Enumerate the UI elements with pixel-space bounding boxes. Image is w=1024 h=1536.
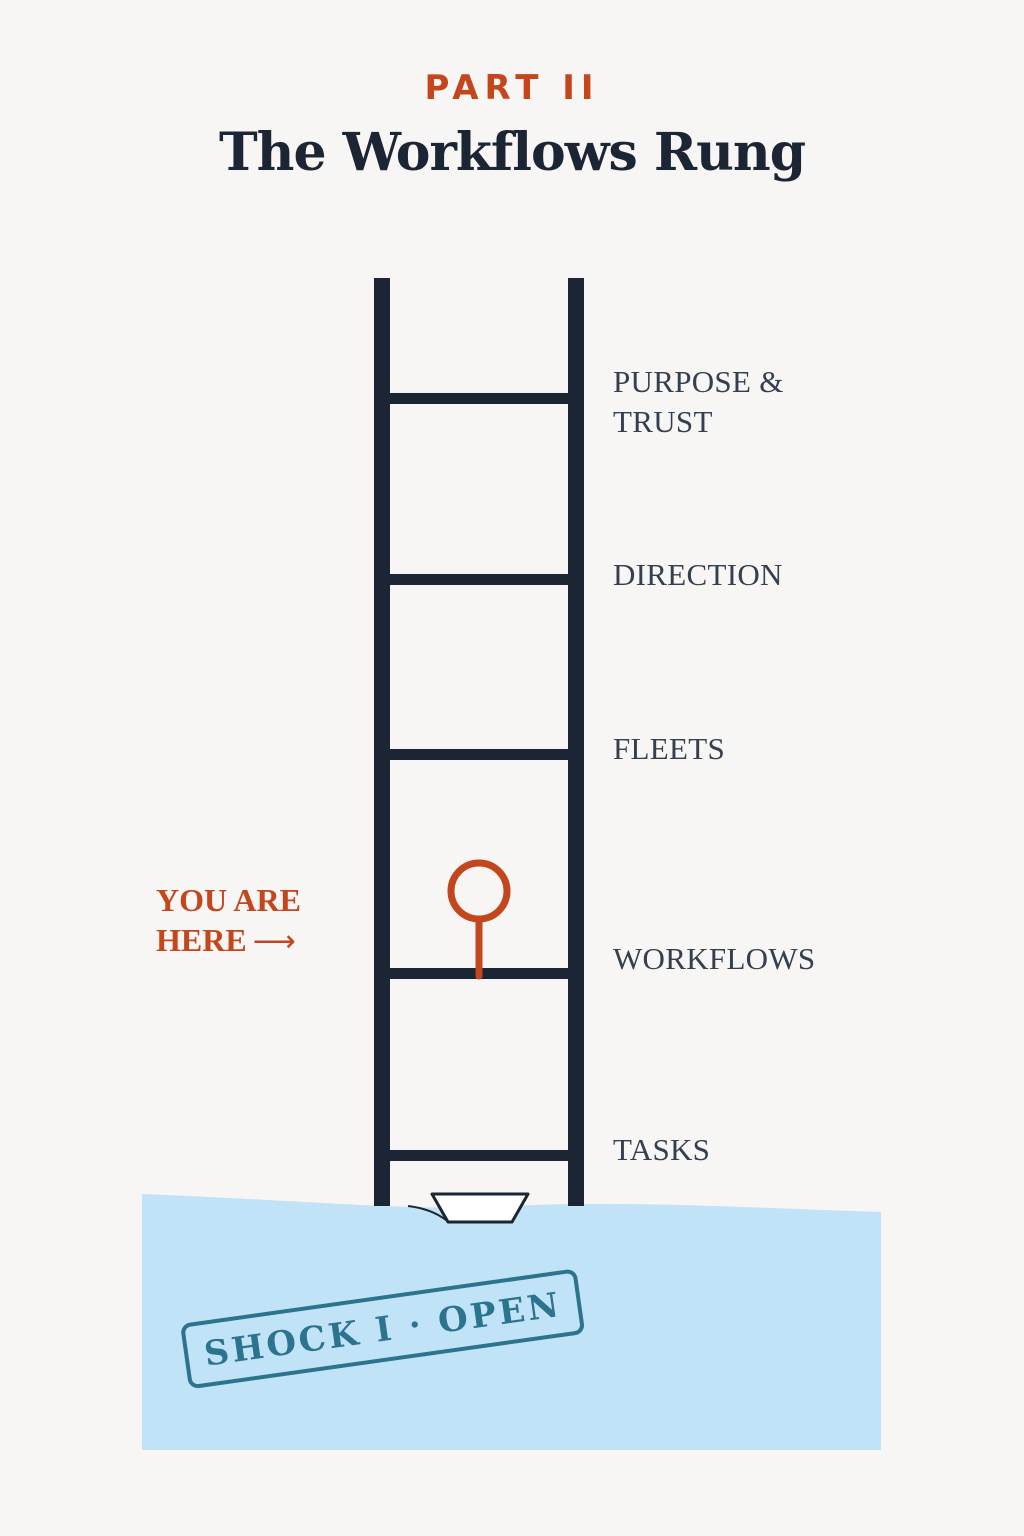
rung-label-fleets: FLEETS bbox=[613, 731, 726, 766]
rung-direction bbox=[390, 574, 568, 585]
rung-label-tasks: TASKS bbox=[613, 1132, 711, 1167]
rung-label-direction: DIRECTION bbox=[613, 557, 783, 592]
rung-label-workflows: WORKFLOWS bbox=[613, 941, 816, 976]
rung-label-line: TRUST bbox=[613, 404, 713, 439]
rung-tasks bbox=[390, 1150, 568, 1161]
you-are-here-label: YOU ARE HERE⟶ bbox=[156, 880, 356, 962]
page-title: The Workflows Rung bbox=[218, 122, 806, 183]
location-pin-icon bbox=[447, 859, 511, 980]
boat-icon bbox=[430, 1192, 530, 1224]
ladder-right-rail bbox=[568, 278, 584, 1206]
water-ripple bbox=[407, 1205, 447, 1221]
rung-label-purpose-trust: PURPOSE & TRUST bbox=[613, 362, 784, 442]
rung-fleets bbox=[390, 749, 568, 760]
ladder-left-rail bbox=[374, 278, 390, 1206]
right-arrow-icon: ⟶ bbox=[252, 924, 296, 959]
you-are-here-line1: YOU ARE bbox=[156, 882, 301, 918]
rung-label-line: PURPOSE & bbox=[613, 364, 784, 399]
you-are-here-text: HERE bbox=[156, 922, 247, 958]
water bbox=[142, 1194, 881, 1450]
rung-purpose-trust bbox=[390, 393, 568, 404]
you-are-here-line2: HERE⟶ bbox=[156, 920, 356, 962]
part-label: PART II bbox=[424, 68, 600, 108]
